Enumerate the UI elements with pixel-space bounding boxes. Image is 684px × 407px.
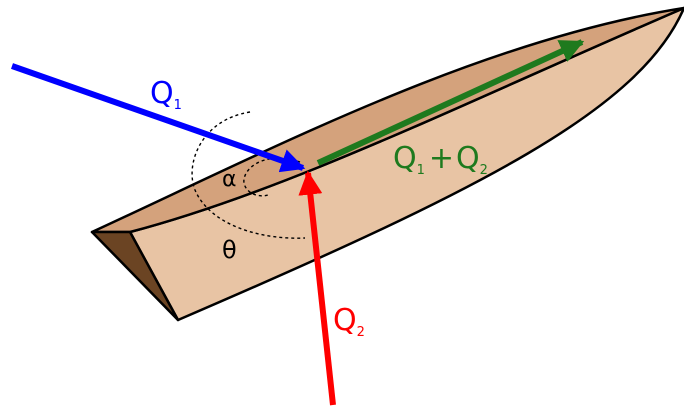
q2-arrow [298, 170, 336, 406]
alpha-label: α [222, 167, 237, 192]
sum-label: Q1+Q2 [393, 141, 488, 178]
q1-arrow [11, 63, 306, 173]
theta-label: θ [222, 236, 237, 264]
wedge-end-face [90, 230, 180, 322]
sum-arrow [316, 39, 585, 166]
q2-label: Q2 [333, 303, 365, 340]
q1-label: Q1 [150, 76, 182, 113]
theta-arc [191, 111, 306, 239]
